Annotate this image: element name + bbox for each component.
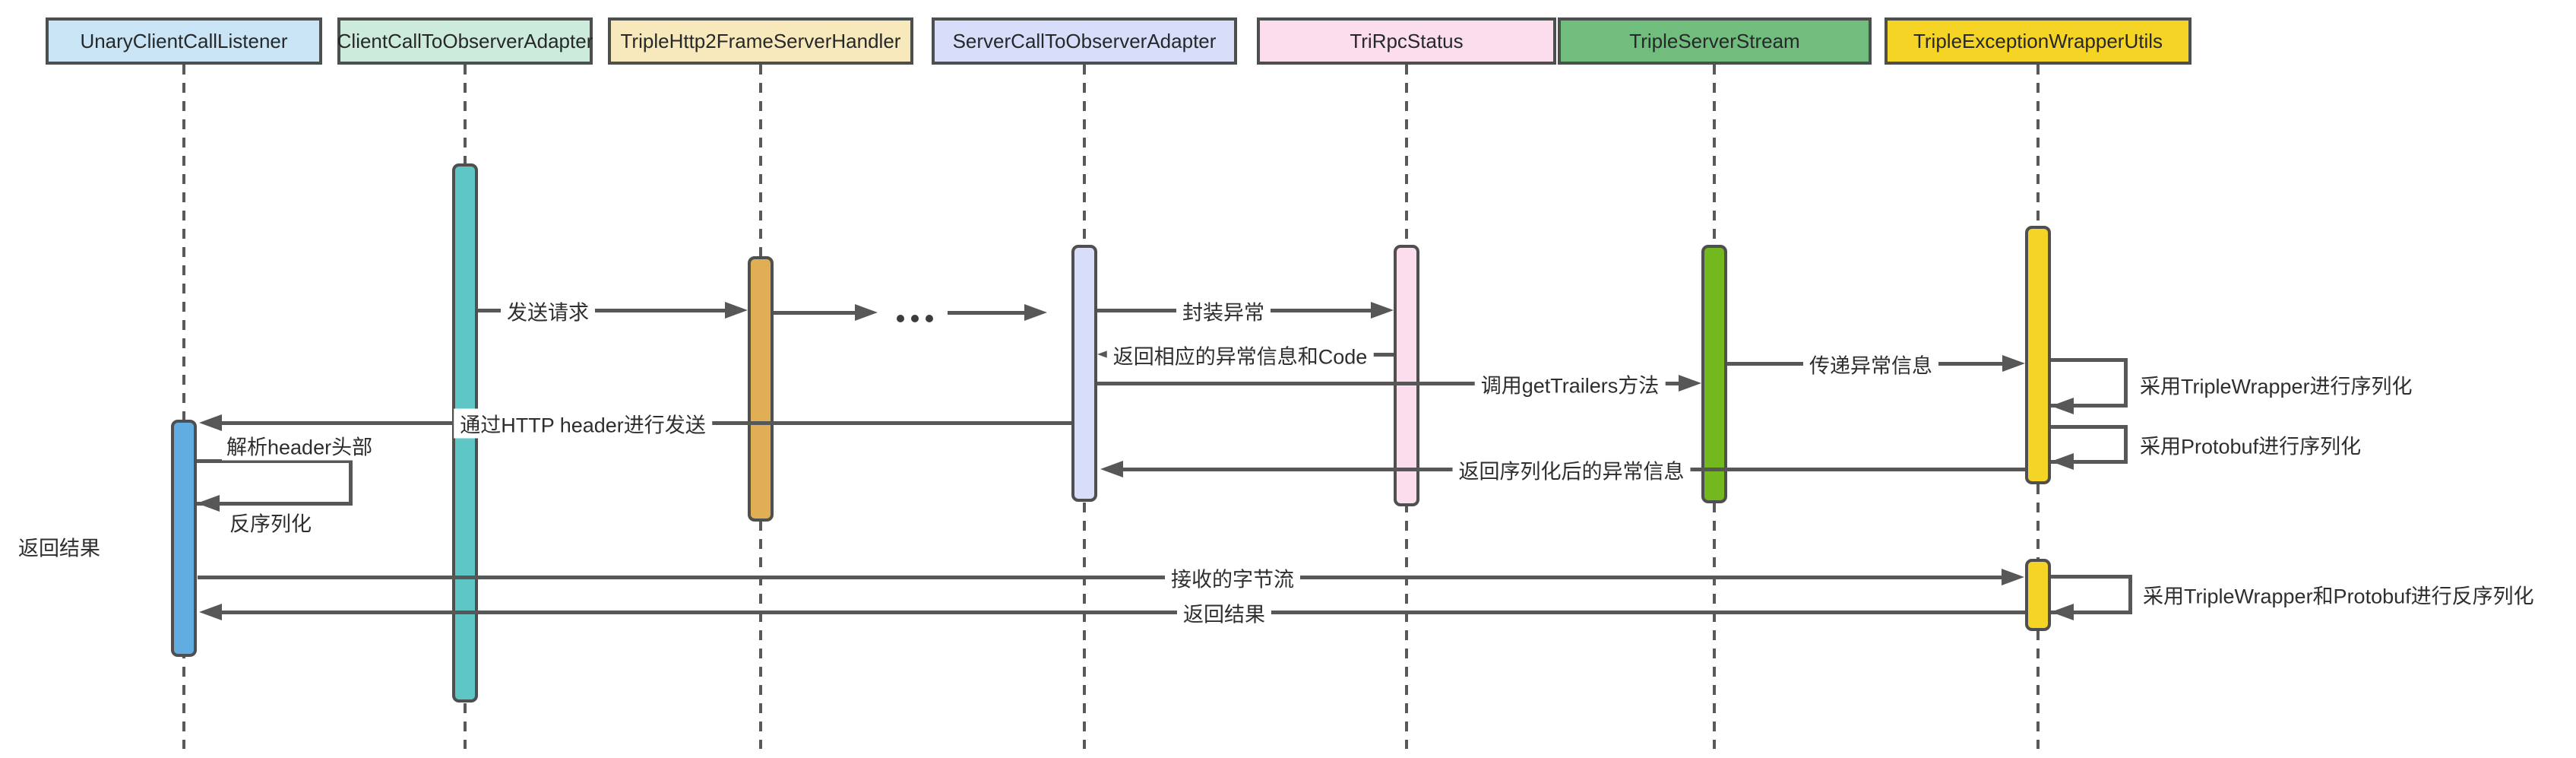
message-line — [198, 576, 2005, 579]
message-line — [948, 311, 1024, 315]
arrowhead-right-icon — [2002, 569, 2024, 585]
participant-label: UnaryClientCallListener — [80, 29, 288, 52]
label-return-result-floating: 返回结果 — [18, 537, 100, 560]
self-loop — [2051, 425, 2128, 464]
message-label: 封装异常 — [1176, 296, 1271, 326]
activation-tri-rpc-status — [1394, 245, 1419, 506]
arrowhead-right-icon — [1024, 304, 1047, 321]
message-line — [478, 309, 728, 312]
arrowhead-right-icon — [725, 302, 748, 319]
lifeline-unary-client-call-listener — [182, 65, 185, 749]
self-loop — [2051, 358, 2128, 408]
participant-client-call-to-observer-adapter: ClientCallToObserverAdapter — [337, 17, 593, 65]
participant-triple-http2-frame-server-handler: TripleHttp2FrameServerHandler — [608, 17, 913, 65]
participant-label: TripleServerStream — [1629, 29, 1800, 52]
arrowhead-right-icon — [1371, 302, 1394, 319]
participant-unary-client-call-listener: UnaryClientCallListener — [46, 17, 322, 65]
message-line — [1097, 382, 1683, 385]
participant-label: TripleHttp2FrameServerHandler — [620, 29, 901, 52]
message-label: 发送请求 — [501, 296, 595, 326]
message-label: 采用TripleWrapper和Protobuf进行反序列化 — [2143, 585, 2534, 608]
self-loop — [197, 459, 353, 506]
message-line — [774, 311, 859, 315]
activation-triple-http2-frame-server-handler — [748, 256, 774, 522]
activation-triple-exception-wrapper-utils-2 — [2025, 559, 2051, 631]
arrowhead-left-icon — [197, 495, 220, 512]
message-label: 采用Protobuf进行序列化 — [2140, 435, 2362, 458]
message-label: 传递异常信息 — [1803, 349, 1938, 379]
self-loop — [2051, 575, 2132, 614]
participant-label: TriRpcStatus — [1350, 29, 1464, 52]
arrowhead-left-icon — [2051, 453, 2074, 470]
message-label: 返回序列化后的异常信息 — [1452, 455, 1691, 485]
arrowhead-right-icon — [855, 304, 878, 321]
message-label: 通过HTTP header进行发送 — [454, 408, 712, 439]
participant-server-call-to-observer-adapter: ServerCallToObserverAdapter — [932, 17, 1237, 65]
participant-label: ClientCallToObserverAdapter — [337, 29, 593, 52]
participant-tri-rpc-status: TriRpcStatus — [1257, 17, 1556, 65]
arrowhead-left-icon — [199, 604, 222, 620]
message-label-bottom: 反序列化 — [229, 512, 312, 536]
ellipsis-icon — [897, 315, 933, 322]
message-line — [219, 611, 2025, 614]
message-label: 返回结果 — [1177, 598, 1271, 628]
arrowhead-left-icon — [2051, 604, 2074, 620]
participant-label: ServerCallToObserverAdapter — [952, 29, 1217, 52]
message-label-top: 解析header头部 — [222, 430, 378, 461]
activation-unary-client-call-listener — [171, 420, 197, 657]
arrowhead-right-icon — [1679, 375, 1701, 392]
message-label: 调用getTrailers方法 — [1474, 369, 1666, 399]
arrowhead-left-icon — [1100, 461, 1123, 477]
message-label: 返回相应的异常信息和Code — [1106, 340, 1374, 370]
arrowhead-left-icon — [199, 414, 222, 431]
arrowhead-left-icon — [2051, 398, 2074, 414]
activation-server-call-to-observer-adapter — [1071, 245, 1097, 502]
participant-label: TripleExceptionWrapperUtils — [1913, 29, 2163, 52]
message-label: 接收的字节流 — [1165, 563, 1300, 593]
arrowhead-right-icon — [2002, 355, 2025, 372]
activation-triple-exception-wrapper-utils-1 — [2025, 226, 2051, 484]
activation-triple-server-stream — [1701, 245, 1727, 503]
participant-triple-server-stream: TripleServerStream — [1558, 17, 1872, 65]
message-label: 采用TripleWrapper进行序列化 — [2140, 375, 2413, 398]
participant-triple-exception-wrapper-utils: TripleExceptionWrapperUtils — [1885, 17, 2191, 65]
